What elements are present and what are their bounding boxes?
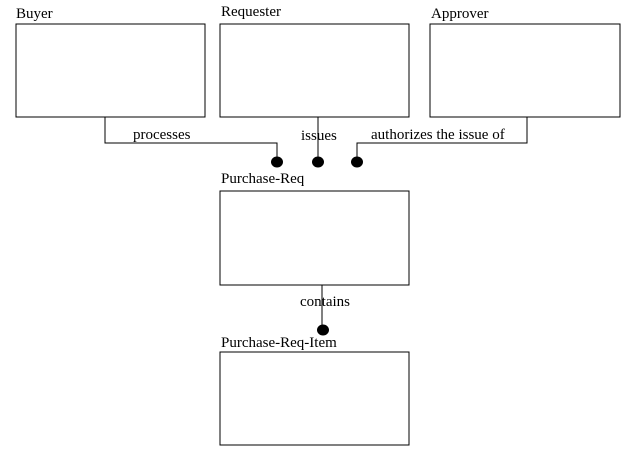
connector-dot-issues	[312, 156, 324, 168]
relationship-label-processes: processes	[133, 127, 191, 143]
connector-authorizes	[356, 117, 528, 161]
connector-dot-contains	[317, 324, 329, 336]
relationship-label-authorizes: authorizes the issue of	[371, 127, 505, 143]
relationship-label-contains: contains	[300, 294, 350, 310]
entity-label-approver: Approver	[431, 6, 489, 22]
entity-box-buyer	[15, 23, 206, 118]
entity-box-purchase-req-item	[219, 351, 410, 446]
connector-dot-processes	[271, 156, 283, 168]
entity-box-approver	[429, 23, 621, 118]
connector-dot-authorizes	[351, 156, 363, 168]
entity-label-purchase-req-item: Purchase-Req-Item	[221, 335, 337, 351]
relationship-label-issues: issues	[301, 128, 337, 144]
entity-label-requester: Requester	[221, 4, 281, 20]
entity-label-purchase-req: Purchase-Req	[221, 171, 305, 187]
entity-box-requester	[219, 23, 410, 118]
connector-processes	[104, 117, 278, 161]
entity-box-purchase-req	[219, 190, 410, 286]
entity-label-buyer: Buyer	[16, 6, 53, 22]
